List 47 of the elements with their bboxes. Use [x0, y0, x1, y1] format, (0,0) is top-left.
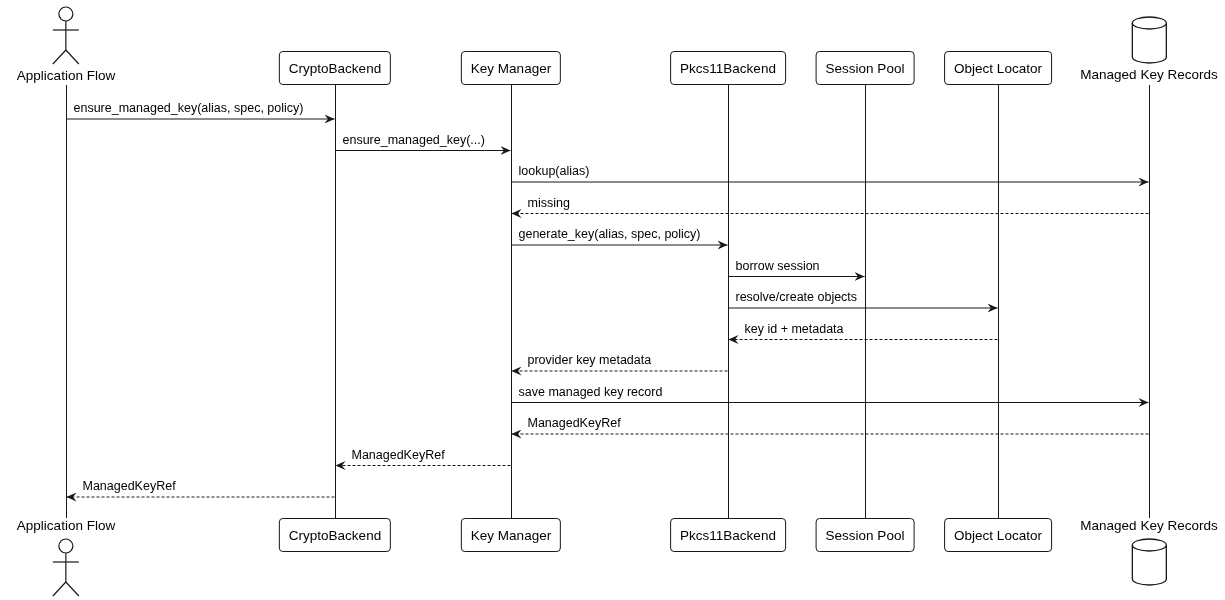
lifeline	[1148, 85, 1150, 518]
lifeline	[864, 85, 866, 518]
message-label: key id + metadata	[744, 321, 844, 336]
message-label: borrow session	[735, 258, 820, 273]
message-arrow	[511, 240, 728, 250]
participant-box: Session Pool	[815, 518, 915, 552]
message-arrow	[728, 303, 998, 313]
message-arrow	[728, 272, 865, 281]
lifeline	[65, 85, 67, 518]
message-arrow	[66, 114, 335, 124]
participant-name: Application Flow	[16, 68, 116, 84]
participant-box: Session Pool	[815, 51, 915, 85]
participant-name: Application Flow	[16, 518, 116, 534]
participant-name: Managed Key Records	[1080, 67, 1218, 83]
message-arrow	[511, 429, 1149, 439]
message-label: lookup(alias)	[518, 164, 590, 178]
lifeline	[334, 85, 336, 518]
message-arrow	[335, 461, 511, 470]
message-arrow	[66, 492, 335, 502]
lifeline	[997, 85, 999, 518]
message-label: ensure_managed_key(alias, spec, policy)	[73, 101, 304, 115]
message-label: generate_key(alias, spec, policy)	[518, 227, 701, 241]
participant-box: Pkcs11Backend	[670, 51, 786, 85]
lifeline	[727, 85, 729, 518]
message-arrow	[511, 209, 1149, 218]
lifeline	[510, 85, 512, 518]
message-arrow	[511, 366, 728, 376]
participant-box: Key Manager	[460, 518, 562, 552]
message-label: save managed key record	[518, 384, 663, 399]
participant-box: Object Locator	[944, 518, 1052, 552]
participant-box: Key Manager	[460, 51, 562, 85]
participant-box: Pkcs11Backend	[670, 518, 786, 552]
message-label: ensure_managed_key(...)	[342, 132, 485, 147]
participant-box: Object Locator	[944, 51, 1052, 85]
message-arrow	[728, 335, 998, 344]
message-label: missing	[527, 195, 570, 210]
participant-box: CryptoBackend	[278, 51, 392, 85]
message-label: resolve/create objects	[735, 290, 858, 304]
message-arrow	[335, 146, 511, 155]
message-arrow	[511, 398, 1149, 407]
message-label: provider key metadata	[527, 353, 652, 367]
message-label: ManagedKeyRef	[351, 447, 445, 462]
message-arrow	[511, 177, 1149, 187]
participant-name: Managed Key Records	[1080, 518, 1218, 534]
message-label: ManagedKeyRef	[527, 416, 621, 430]
participant-box: CryptoBackend	[278, 518, 392, 552]
message-label: ManagedKeyRef	[82, 479, 176, 493]
